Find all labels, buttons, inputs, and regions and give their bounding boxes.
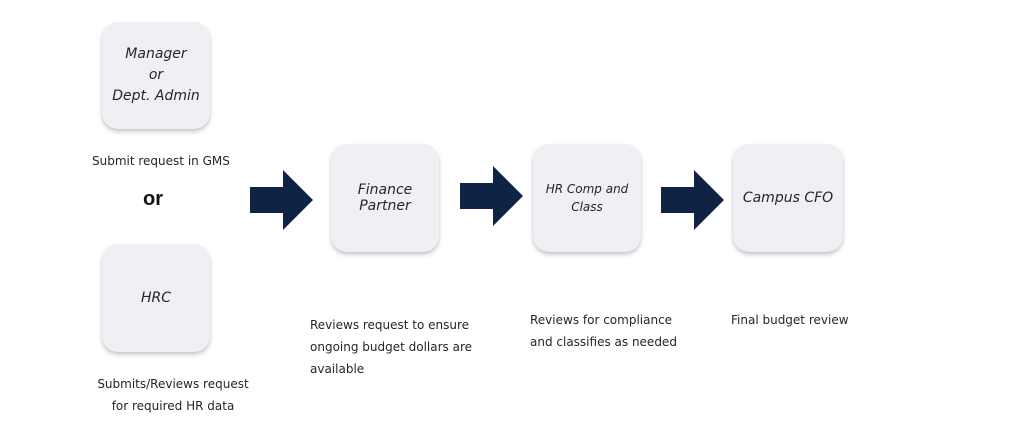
hr-comp-caption-line1: Reviews for compliance — [530, 313, 673, 327]
hrc-box: HRC — [102, 244, 210, 352]
finance-caption-line3: available — [310, 362, 365, 376]
arrow-right-icon — [250, 170, 313, 230]
manager-box: Manager or Dept. Admin — [102, 22, 210, 129]
cfo-caption: Final budget review — [731, 313, 849, 327]
manager-box-line3: Dept. Admin — [112, 88, 200, 104]
hrc-caption-line1: Submits/Reviews request — [97, 377, 249, 391]
arrow-shape — [460, 166, 523, 226]
hrc-caption: Submits/Reviews request for required HR … — [88, 373, 258, 417]
or-label: or — [143, 188, 163, 210]
hr-comp-class-box: HR Comp and Class — [533, 144, 641, 252]
campus-cfo-box: Campus CFO — [733, 144, 843, 252]
finance-partner-label: Finance Partner — [357, 182, 413, 214]
hrc-caption-line2: for required HR data — [111, 399, 235, 413]
finance-partner-box: Finance Partner — [331, 144, 439, 252]
hr-comp-class-line1: HR Comp and — [545, 182, 629, 196]
hrc-box-label: HRC — [140, 290, 172, 306]
arrow-shape — [250, 170, 313, 230]
hr-comp-class-line2: Class — [571, 200, 603, 214]
submit-request-caption: Submit request in GMS — [92, 154, 230, 168]
manager-box-line2: or — [148, 67, 164, 83]
manager-box-line1: Manager — [125, 46, 187, 62]
hr-comp-caption-line2: and classifies as needed — [530, 335, 677, 349]
finance-caption-line2: ongoing budget dollars are — [310, 340, 473, 354]
hr-comp-caption: Reviews for compliance and classifies as… — [530, 309, 710, 353]
arrow-right-icon — [460, 166, 523, 226]
finance-caption-line1: Reviews request to ensure — [310, 318, 470, 332]
arrow-right-icon — [661, 170, 724, 230]
campus-cfo-label: Campus CFO — [742, 190, 834, 206]
finance-caption: Reviews request to ensure ongoing budget… — [310, 314, 500, 380]
arrow-shape — [661, 170, 724, 230]
